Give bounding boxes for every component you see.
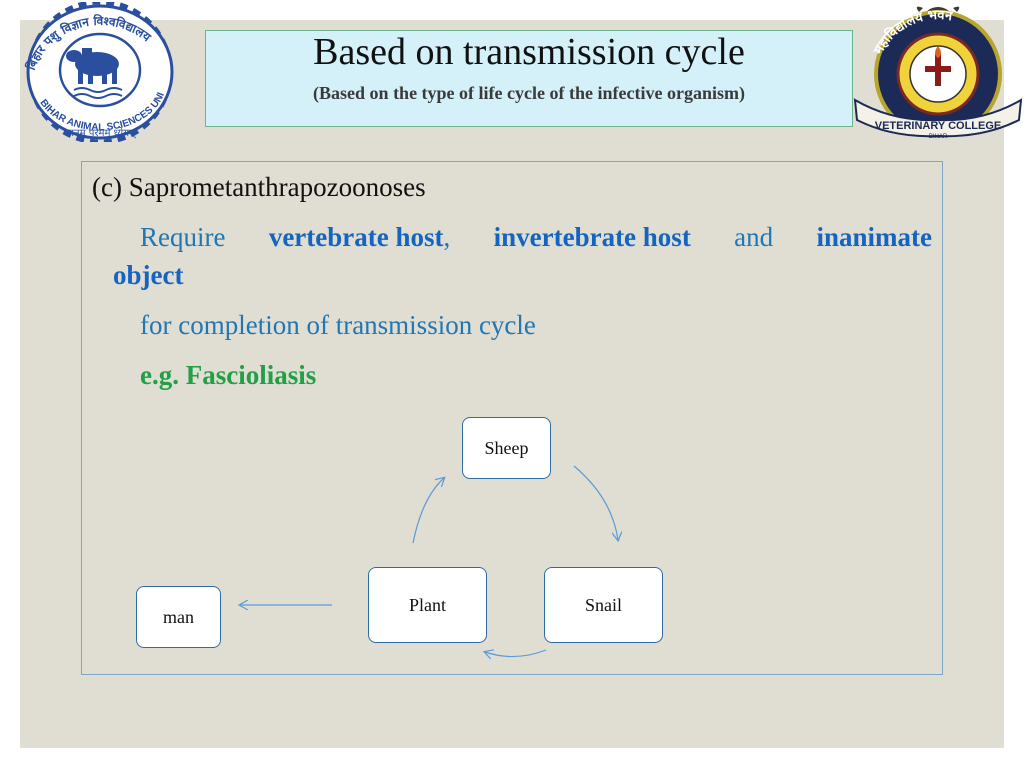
section-heading: (c) Saprometanthrapozoonoses [92, 172, 426, 202]
invertebrate-host: invertebrate host [493, 222, 691, 252]
university-logo: बिहार पशु विज्ञान विश्वविद्यालय BIHAR AN… [2, 2, 174, 142]
vertebrate-host: vertebrate host [268, 222, 444, 252]
left-logo-motto: ज्ञानम् परमम् ध्येयम् [65, 127, 137, 139]
object-word: object [113, 260, 184, 290]
title-box: Based on transmission cycle (Based on th… [205, 30, 853, 127]
and-word: and [734, 222, 774, 252]
node-plant: Plant [368, 567, 487, 643]
right-logo-place: BIHAR [929, 134, 948, 140]
node-man: man [136, 586, 221, 648]
college-logo: महाविद्यालय भवनं VETERINARY COLLEGE BIHA… [853, 6, 1023, 140]
example-line: e.g. Fascioliasis [140, 360, 317, 390]
node-sheep: Sheep [462, 417, 551, 479]
completion-line: for completion of transmission cycle [140, 310, 536, 340]
right-logo-banner: VETERINARY COLLEGE [875, 120, 1002, 132]
node-snail: Snail [544, 567, 663, 643]
inanimate-word: inanimate [816, 222, 932, 252]
comma: , [443, 222, 451, 252]
require-word: Require [140, 222, 226, 252]
requirement-line: Require vertebrate host, invertebrate ho… [140, 222, 932, 253]
content-box [81, 161, 943, 675]
arrow-plant-to-sheep [412, 478, 444, 544]
page-title: Based on transmission cycle [313, 31, 745, 73]
arrow-snail-to-plant [485, 650, 547, 657]
arrow-sheep-to-snail [573, 465, 618, 540]
page-subtitle: (Based on the type of life cycle of the … [313, 83, 745, 103]
